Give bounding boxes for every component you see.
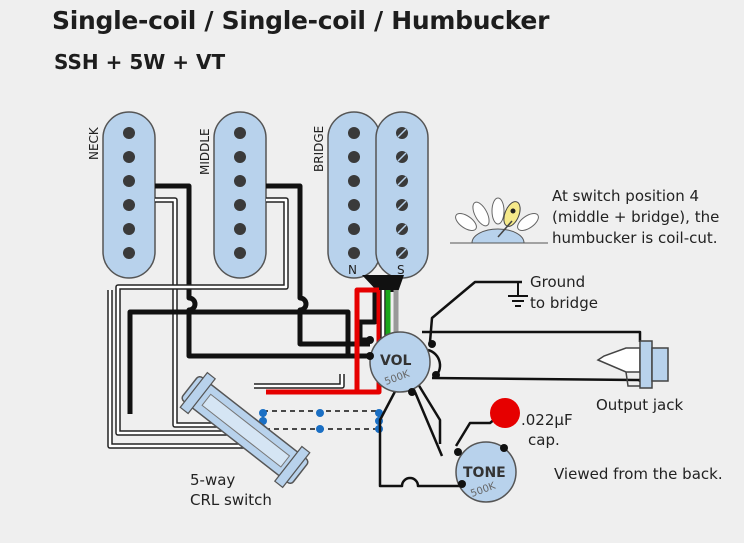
- capacitor-label-2: cap.: [528, 431, 560, 449]
- capacitor: [490, 398, 520, 428]
- screw-poles: [396, 127, 408, 259]
- tone-label: TONE: [463, 465, 506, 481]
- volume-pot[interactable]: VOL 500K: [366, 331, 440, 396]
- tone-pot[interactable]: TONE 500K: [454, 441, 517, 503]
- note-line-2: (middle + bridge), the: [552, 208, 719, 226]
- middle-pickup: [213, 111, 267, 279]
- note-line-3: humbucker is coil-cut.: [552, 229, 718, 247]
- switch-to-volume-wires: [254, 374, 345, 389]
- view-note: Viewed from the back.: [554, 465, 723, 483]
- south-coil-label: S: [397, 263, 405, 277]
- switch-jumper: [259, 409, 383, 433]
- middle-label: MIDDLE: [198, 128, 212, 175]
- page-title: Single-coil / Single-coil / Humbucker: [52, 6, 550, 35]
- output-jack-label: Output jack: [596, 396, 683, 414]
- output-jack[interactable]: [596, 340, 669, 389]
- volume-label: VOL: [380, 353, 411, 369]
- neck-label: NECK: [87, 126, 101, 160]
- note-line-1: At switch position 4: [552, 187, 699, 205]
- switch-position-illustration: [450, 197, 548, 244]
- page-subtitle: SSH + 5W + VT: [54, 50, 226, 74]
- bridge-humbucker: N S: [327, 111, 429, 279]
- ground-label-1: Ground: [530, 273, 585, 291]
- ground-label-2: to bridge: [530, 294, 598, 312]
- capacitor-label-1: .022µF: [521, 411, 573, 429]
- north-coil-label: N: [348, 263, 357, 277]
- five-way-switch[interactable]: [176, 370, 313, 491]
- switch-label-2: CRL switch: [190, 491, 272, 509]
- bridge-label: BRIDGE: [312, 126, 326, 172]
- ground-loop-wires: [107, 290, 351, 449]
- ground-icon: [508, 282, 528, 307]
- switch-label-1: 5-way: [190, 471, 235, 489]
- neck-pickup: [102, 111, 156, 279]
